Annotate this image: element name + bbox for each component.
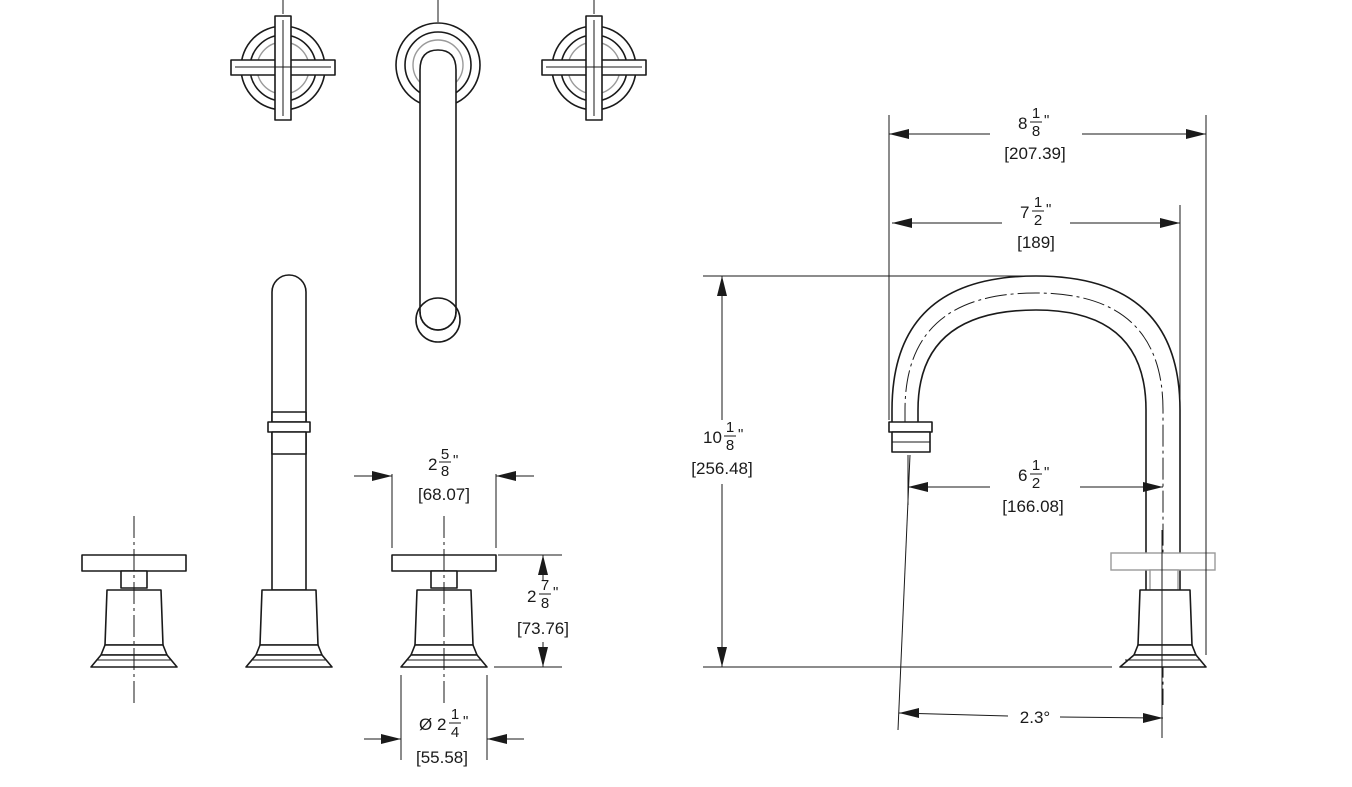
top-spout <box>395 0 481 343</box>
handle-height-mm: [73.76] <box>517 619 569 638</box>
aerator-to-base-numerator: 1 <box>1032 457 1040 474</box>
handle-width-numerator: 5 <box>441 446 449 463</box>
handle-width-mm: [68.07] <box>418 485 470 504</box>
overall-height-numerator: 1 <box>726 419 734 436</box>
handle-height-unit: " <box>553 584 558 601</box>
overall-height-unit: " <box>738 426 743 443</box>
base-diameter-prefix: Ø <box>419 715 432 734</box>
spout-reach-unit: " <box>1046 201 1051 218</box>
aerator-to-base-mm: [166.08] <box>1002 497 1063 516</box>
dim-handle-height: 2 7 8 " [73.76] <box>494 554 569 668</box>
overall-width-unit: " <box>1044 112 1049 129</box>
base-diameter-unit: " <box>463 713 468 730</box>
overall-width-numerator: 1 <box>1032 105 1040 122</box>
base-diameter-mm: [55.58] <box>416 748 468 767</box>
base-diameter-denominator: 4 <box>451 724 459 741</box>
overall-height-whole: 10 <box>703 428 722 447</box>
spout-reach-denominator: 2 <box>1034 212 1042 229</box>
top-view <box>230 0 647 343</box>
overall-height-denominator: 8 <box>726 437 734 454</box>
handle-height-numerator: 7 <box>541 577 549 594</box>
dim-spout-reach: 7 1 2 " [189] <box>892 194 1181 410</box>
front-left-handle <box>81 516 187 706</box>
front-view: 2 5 8 " [68.07] 2 7 8 " [73.76] <box>81 274 569 767</box>
aerator-to-base-unit: " <box>1044 464 1049 481</box>
dim-aerator-to-base: 6 1 2 " [166.08] <box>907 455 1163 516</box>
dim-overall-height: 10 1 8 " [256.48] <box>691 275 1112 668</box>
dim-base-diameter: Ø 2 1 4 " [55.58] <box>364 675 524 767</box>
overall-width-denominator: 8 <box>1032 123 1040 140</box>
spout-reach-mm: [189] <box>1017 233 1055 252</box>
dim-handle-width: 2 5 8 " [68.07] <box>354 446 534 548</box>
handle-width-unit: " <box>453 452 458 469</box>
front-right-handle <box>391 516 497 706</box>
dim-stream-angle: 2.3° <box>897 454 1164 731</box>
handle-height-whole: 2 <box>527 587 536 606</box>
side-spout <box>888 275 1216 738</box>
aerator-to-base-whole: 6 <box>1018 466 1027 485</box>
top-right-cross-handle <box>541 0 647 121</box>
base-diameter-numerator: 1 <box>451 706 459 723</box>
overall-width-whole: 8 <box>1018 114 1027 133</box>
spout-reach-numerator: 1 <box>1034 194 1042 211</box>
handle-width-denominator: 8 <box>441 463 449 480</box>
handle-height-denominator: 8 <box>541 595 549 612</box>
overall-height-mm: [256.48] <box>691 459 752 478</box>
side-view: 8 1 8 " [207.39] 7 1 2 " [189] <box>691 105 1216 738</box>
base-diameter-whole: 2 <box>437 715 446 734</box>
handle-width-whole: 2 <box>428 455 437 474</box>
aerator-to-base-denominator: 2 <box>1032 475 1040 492</box>
top-left-cross-handle <box>230 0 336 121</box>
front-spout <box>245 274 333 668</box>
overall-width-mm: [207.39] <box>1004 144 1065 163</box>
stream-angle-label: 2.3° <box>1020 708 1050 727</box>
dim-overall-width: 8 1 8 " [207.39] <box>888 105 1207 655</box>
spout-reach-whole: 7 <box>1020 203 1029 222</box>
